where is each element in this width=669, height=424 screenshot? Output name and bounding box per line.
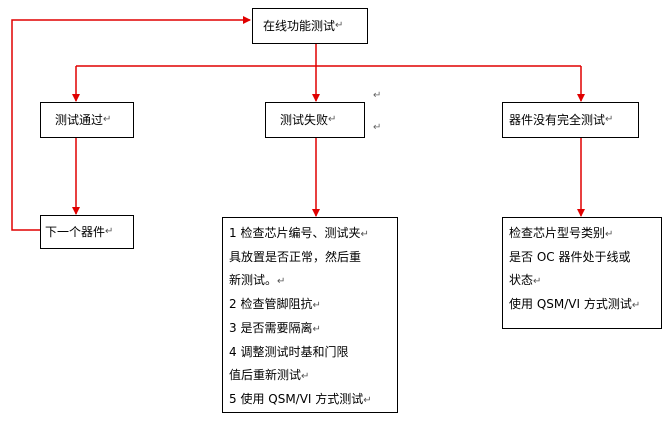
node-root-label: 在线功能测试 <box>263 19 336 33</box>
stray-paragraph-mark-1: ↵ <box>373 90 382 101</box>
paragraph-mark: ↵ <box>335 20 344 31</box>
node-next-label: 下一个器件 <box>45 225 106 239</box>
paragraph-mark: ↵ <box>328 114 337 125</box>
node-fail-label: 测试失败 <box>280 113 329 127</box>
fail-detail-line-2: 具放置是否正常，然后重 <box>229 250 362 264</box>
incomplete-detail-line-3: 状态↵ <box>509 273 542 287</box>
node-fail: 测试失败↵ <box>265 102 365 138</box>
fail-detail-line-1: 1 检查芯片编号、测试夹↵ <box>229 226 369 240</box>
node-fail-detail: 1 检查芯片编号、测试夹↵ 具放置是否正常，然后重 新测试。↵ 2 检查管脚阻抗… <box>222 217 398 413</box>
node-incomplete: 器件没有完全测试↵ <box>502 102 639 138</box>
node-pass-label: 测试通过 <box>55 113 104 127</box>
node-incomplete-label: 器件没有完全测试 <box>509 113 606 127</box>
fail-detail-line-5: 3 是否需要隔离↵ <box>229 321 321 335</box>
paragraph-mark: ↵ <box>105 226 114 237</box>
node-pass: 测试通过↵ <box>40 102 134 138</box>
fail-detail-line-3: 新测试。↵ <box>229 273 286 287</box>
fail-detail-line-4: 2 检查管脚阻抗↵ <box>229 297 321 311</box>
fail-detail-line-8: 5 使用 QSM/VI 方式测试↵ <box>229 392 372 406</box>
node-next: 下一个器件↵ <box>40 215 134 249</box>
node-root: 在线功能测试↵ <box>252 8 368 44</box>
connector-loop-back <box>11 16 251 231</box>
incomplete-detail-line-1: 检查芯片型号类别↵ <box>509 226 614 240</box>
stray-paragraph-mark-2: ↵ <box>373 122 382 133</box>
incomplete-detail-line-2: 是否 OC 器件处于线或 <box>509 250 631 264</box>
paragraph-mark: ↵ <box>103 114 112 125</box>
fail-detail-line-6: 4 调整测试时基和门限 <box>229 345 349 359</box>
paragraph-mark: ↵ <box>605 114 614 125</box>
node-incomplete-detail: 检查芯片型号类别↵ 是否 OC 器件处于线或 状态↵ 使用 QSM/VI 方式测… <box>502 217 662 329</box>
fail-detail-line-7: 值后重新测试↵ <box>229 368 310 382</box>
incomplete-detail-line-4: 使用 QSM/VI 方式测试↵ <box>509 297 641 311</box>
